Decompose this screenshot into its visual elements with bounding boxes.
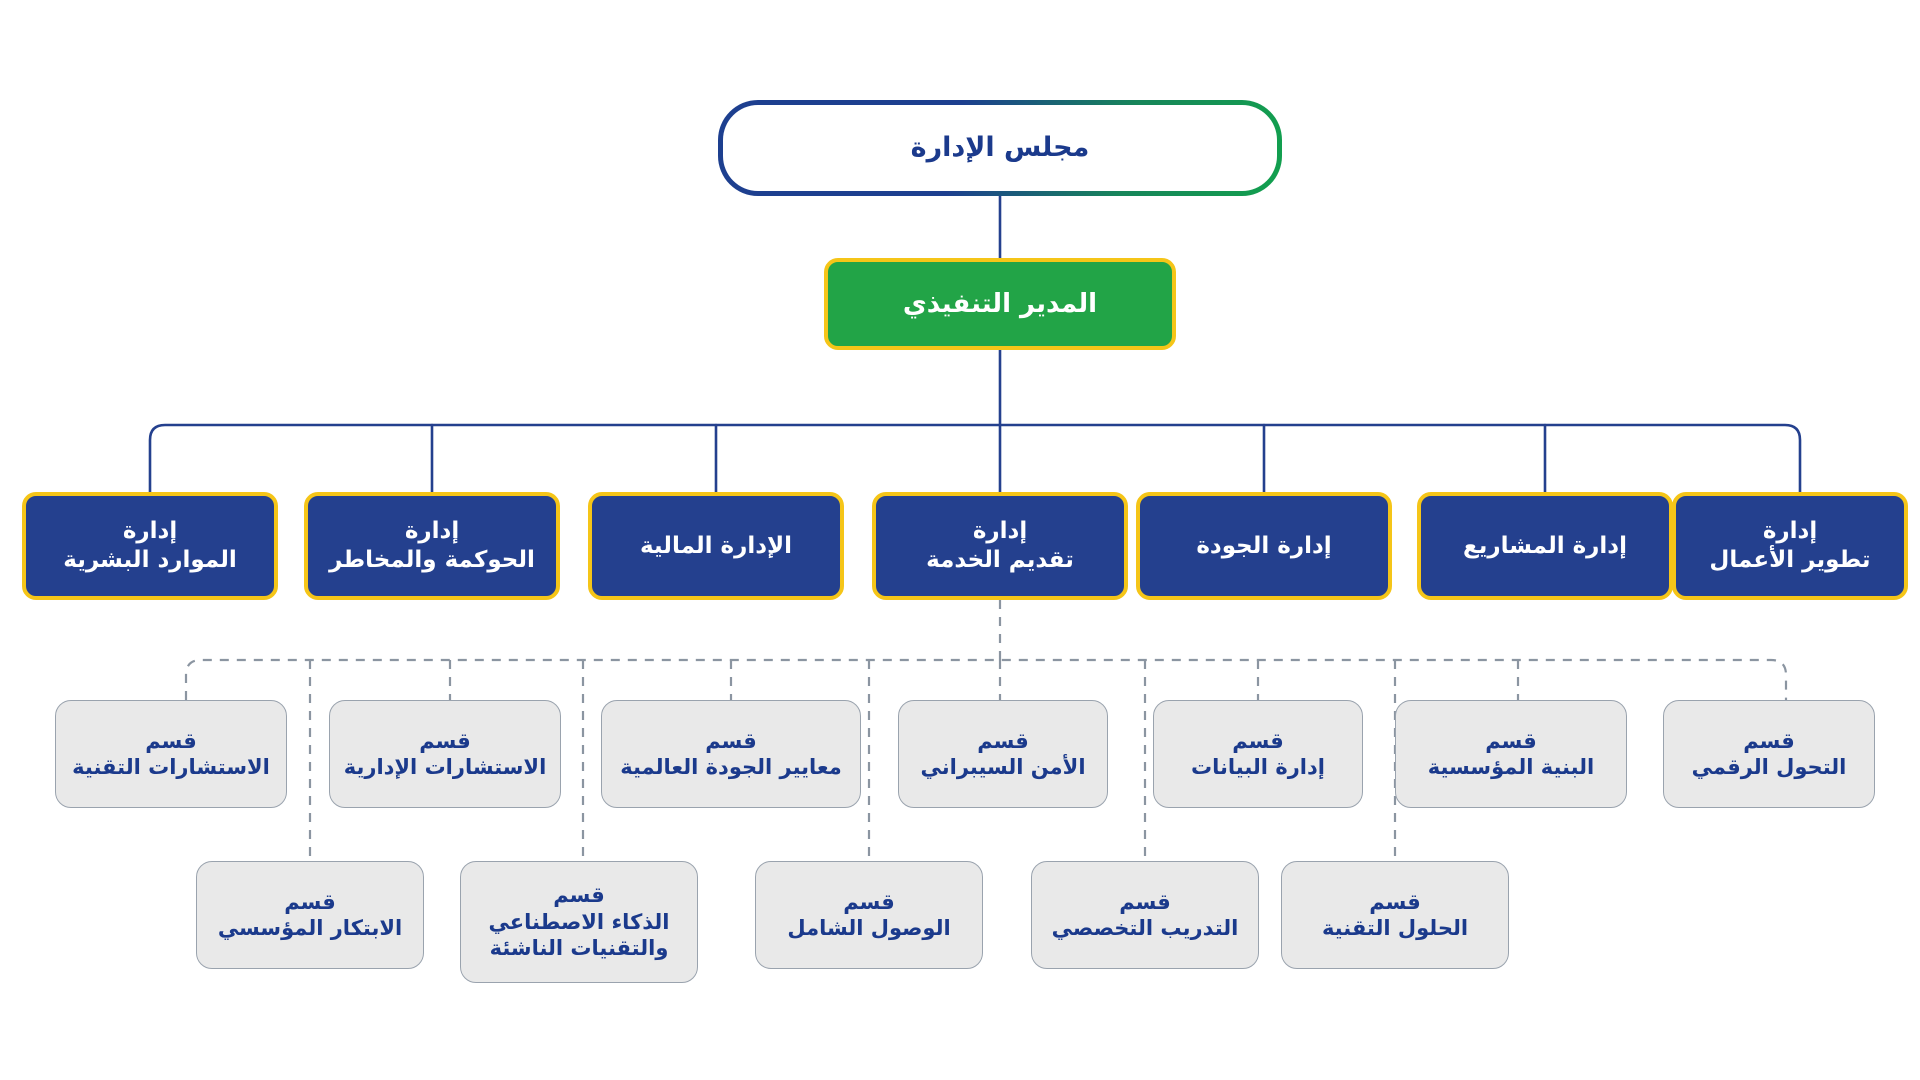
node-label-line-1: قسم xyxy=(553,883,605,908)
node-department-digital-transformation[interactable]: قسم التحول الرقمي xyxy=(1663,700,1875,808)
node-label-line-2: الموارد البشرية xyxy=(63,547,237,573)
node-management-service-delivery[interactable]: إدارة تقديم الخدمة xyxy=(872,492,1128,600)
node-label-line-1: قسم xyxy=(1743,728,1795,753)
node-label-line-1: قسم xyxy=(1232,728,1284,753)
node-management-projects[interactable]: إدارة المشاريع xyxy=(1417,492,1673,600)
node-department-administrative-consulting[interactable]: قسم الاستشارات الإدارية xyxy=(329,700,561,808)
node-label-line-1: إدارة xyxy=(1762,518,1818,545)
node-label-line-1: إدارة xyxy=(972,518,1028,545)
node-label-line-1: قسم xyxy=(977,728,1029,753)
node-board-label: مجلس الإدارة xyxy=(910,131,1090,163)
node-label-line-1: قسم xyxy=(1119,889,1171,914)
node-label-line-2: التدريب التخصصي xyxy=(1051,916,1239,940)
node-department-specialized-training[interactable]: قسم التدريب التخصصي xyxy=(1031,861,1259,969)
node-label-line-2: الحوكمة والمخاطر xyxy=(329,547,535,573)
node-department-institutional-innovation[interactable]: قسم الابتكار المؤسسي xyxy=(196,861,424,969)
node-department-cybersecurity[interactable]: قسم الأمن السيبراني xyxy=(898,700,1108,808)
node-department-enterprise-architecture[interactable]: قسم البنية المؤسسية xyxy=(1395,700,1627,808)
node-ceo[interactable]: المدير التنفيذي xyxy=(824,258,1176,350)
node-label-line-1: قسم xyxy=(284,889,336,914)
node-management-finance[interactable]: الإدارة المالية xyxy=(588,492,844,600)
node-management-governance-risk[interactable]: إدارة الحوكمة والمخاطر xyxy=(304,492,560,600)
node-label-line-2: الابتكار المؤسسي xyxy=(217,916,403,940)
node-department-ai-emerging-technologies[interactable]: قسم الذكاء الاصطناعي والتقنيات الناشئة xyxy=(460,861,698,983)
node-label-line-2: تقديم الخدمة xyxy=(926,547,1074,573)
node-label-line-1: قسم xyxy=(145,728,197,753)
node-label-line-2: إدارة البيانات xyxy=(1191,755,1325,779)
node-label-line-1: إدارة xyxy=(122,518,178,545)
connector-management-bus xyxy=(148,423,1802,494)
node-label-line-2: الاستشارات التقنية xyxy=(72,755,270,779)
node-department-technical-solutions[interactable]: قسم الحلول التقنية xyxy=(1281,861,1509,969)
node-label-line-1: إدارة المشاريع xyxy=(1463,532,1627,559)
node-label-line-2: معايير الجودة العالمية xyxy=(620,755,842,779)
node-label-line-2: الاستشارات الإدارية xyxy=(343,755,547,779)
node-department-universal-access[interactable]: قسم الوصول الشامل xyxy=(755,861,983,969)
node-label-line-1: الإدارة المالية xyxy=(639,532,793,559)
node-department-data-management[interactable]: قسم إدارة البيانات xyxy=(1153,700,1363,808)
node-department-technical-consulting[interactable]: قسم الاستشارات التقنية xyxy=(55,700,287,808)
connector-department-bus xyxy=(184,658,1788,700)
node-management-business-development[interactable]: إدارة تطوير الأعمال xyxy=(1672,492,1908,600)
node-label-line-2: البنية المؤسسية xyxy=(1427,755,1595,779)
node-label-line-1: إدارة xyxy=(404,518,460,545)
node-label-line-3: والتقنيات الناشئة xyxy=(489,936,669,961)
node-label-line-2: الذكاء الاصطناعي xyxy=(488,909,670,934)
node-label-line-1: قسم xyxy=(1485,728,1537,753)
node-management-quality[interactable]: إدارة الجودة xyxy=(1136,492,1392,600)
node-department-global-quality-standards[interactable]: قسم معايير الجودة العالمية xyxy=(601,700,861,808)
node-label-line-1: إدارة الجودة xyxy=(1196,532,1332,559)
node-label-line-2: الحلول التقنية xyxy=(1321,916,1469,940)
node-label-line-2: التحول الرقمي xyxy=(1691,755,1847,779)
node-label-line-2: الأمن السيبراني xyxy=(920,755,1086,779)
node-ceo-label: المدير التنفيذي xyxy=(902,288,1098,319)
node-label-line-1: قسم xyxy=(705,728,757,753)
node-label-line-1: قسم xyxy=(1369,889,1421,914)
node-label-line-1: قسم xyxy=(843,889,895,914)
node-label-line-1: قسم xyxy=(419,728,471,753)
node-board-of-directors[interactable]: مجلس الإدارة xyxy=(718,100,1282,196)
node-management-human-resources[interactable]: إدارة الموارد البشرية xyxy=(22,492,278,600)
node-label-line-2: الوصول الشامل xyxy=(787,916,951,940)
node-label-line-2: تطوير الأعمال xyxy=(1709,547,1871,573)
